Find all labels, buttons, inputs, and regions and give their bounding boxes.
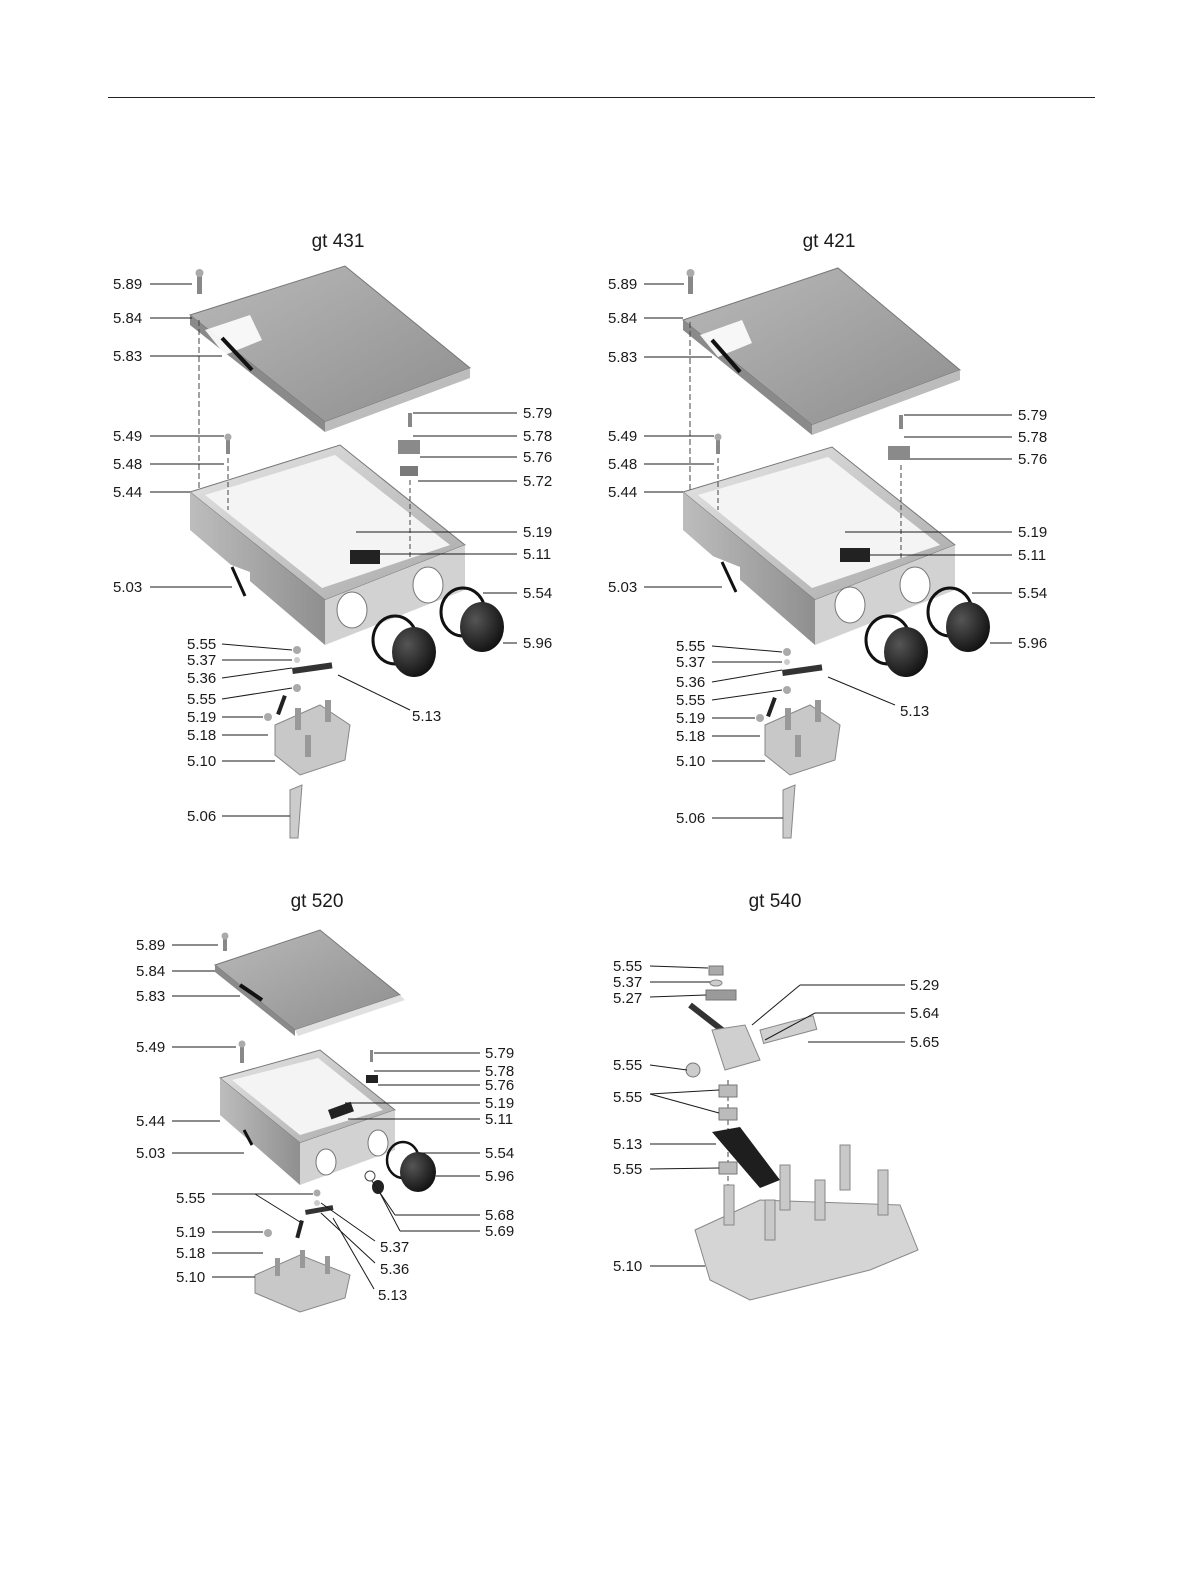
header-rule (108, 97, 1095, 98)
callout-label: 5.79 (523, 405, 552, 422)
callout-label: 5.49 (136, 1039, 165, 1056)
callout-label: 5.76 (485, 1077, 514, 1094)
callout-label: 5.10 (676, 753, 705, 770)
callout-label: 5.06 (187, 808, 216, 825)
callout-label: 5.18 (676, 728, 705, 745)
callout-label: 5.19 (485, 1095, 514, 1112)
callout-label: 5.65 (910, 1034, 939, 1051)
panel-gt540-drawing (685, 965, 919, 1301)
callout-label: 5.79 (1018, 407, 1047, 424)
callout-label: 5.37 (187, 652, 216, 669)
callout-label: 5.78 (485, 1063, 514, 1080)
callout-label: 5.03 (608, 579, 637, 596)
callouts-gt520: 5.89 5.84 5.83 5.49 5.44 5.03 5.79 5.78 … (136, 937, 514, 1304)
callout-label: 5.19 (176, 1224, 205, 1241)
callout-label: 5.68 (485, 1207, 514, 1224)
callout-label: 5.11 (485, 1111, 513, 1128)
callout-label: 5.13 (378, 1287, 407, 1304)
panel-title-gt431: gt 431 (311, 231, 365, 252)
callout-label: 5.10 (187, 753, 216, 770)
callout-label: 5.69 (485, 1223, 514, 1240)
callout-label: 5.78 (523, 428, 552, 445)
callout-label: 5.44 (608, 484, 637, 501)
callout-label: 5.44 (136, 1113, 165, 1130)
callouts-gt421: 5.89 5.84 5.83 5.49 5.48 5.44 5.03 5.79 … (608, 276, 1047, 827)
callout-label: 5.36 (380, 1261, 409, 1278)
callout-label: 5.96 (1018, 635, 1047, 652)
callout-label: 5.96 (523, 635, 552, 652)
callout-label: 5.83 (136, 988, 165, 1005)
callout-label: 5.10 (176, 1269, 205, 1286)
callout-label: 5.10 (613, 1258, 642, 1275)
callout-label: 5.96 (485, 1168, 514, 1185)
callout-label: 5.64 (910, 1005, 939, 1022)
callout-label: 5.76 (1018, 451, 1047, 468)
callout-label: 5.19 (1018, 524, 1047, 541)
callout-label: 5.37 (676, 654, 705, 671)
callout-label: 5.89 (608, 276, 637, 293)
callouts-gt540: 5.55 5.37 5.27 5.29 5.64 5.65 5.55 5.55 … (613, 958, 939, 1275)
callout-label: 5.55 (613, 1089, 642, 1106)
callout-label: 5.36 (676, 674, 705, 691)
callout-label: 5.55 (613, 1161, 642, 1178)
callout-label: 5.03 (136, 1145, 165, 1162)
callout-label: 5.54 (523, 585, 552, 602)
callout-label: 5.19 (187, 709, 216, 726)
callout-label: 5.84 (136, 963, 165, 980)
callout-label: 5.48 (113, 456, 142, 473)
callout-label: 5.13 (613, 1136, 642, 1153)
panel-gt520-drawing (213, 929, 436, 1313)
callout-label: 5.48 (608, 456, 637, 473)
callout-label: 5.13 (900, 703, 929, 720)
callout-label: 5.29 (910, 977, 939, 994)
callout-label: 5.11 (523, 546, 551, 563)
callout-label: 5.18 (176, 1245, 205, 1262)
callout-label: 5.37 (380, 1239, 409, 1256)
callout-label: 5.37 (613, 974, 642, 991)
panel-gt421-drawing (681, 267, 990, 839)
callout-label: 5.36 (187, 670, 216, 687)
callout-label: 5.76 (523, 449, 552, 466)
panel-title-gt540: gt 540 (748, 891, 802, 912)
callout-label: 5.83 (113, 348, 142, 365)
callout-label: 5.84 (608, 310, 637, 327)
callout-label: 5.72 (523, 473, 552, 490)
callout-label: 5.55 (613, 958, 642, 975)
callout-label: 5.19 (676, 710, 705, 727)
callout-label: 5.55 (676, 692, 705, 709)
callout-label: 5.18 (187, 727, 216, 744)
callout-label: 5.11 (1018, 547, 1046, 564)
callout-label: 5.06 (676, 810, 705, 827)
callout-label: 5.84 (113, 310, 142, 327)
callout-label: 5.54 (485, 1145, 514, 1162)
callout-label: 5.83 (608, 349, 637, 366)
callout-label: 5.03 (113, 579, 142, 596)
panel-title-gt421: gt 421 (802, 231, 856, 252)
callout-label: 5.55 (676, 638, 705, 655)
callout-label: 5.89 (136, 937, 165, 954)
callout-label: 5.55 (613, 1057, 642, 1074)
callout-label: 5.49 (608, 428, 637, 445)
callout-label: 5.19 (523, 524, 552, 541)
callout-label: 5.44 (113, 484, 142, 501)
callout-label: 5.49 (113, 428, 142, 445)
callout-label: 5.55 (187, 636, 216, 653)
panel-title-gt520: gt 520 (290, 891, 344, 912)
callout-label: 5.54 (1018, 585, 1047, 602)
callout-label: 5.79 (485, 1045, 514, 1062)
callout-label: 5.55 (187, 691, 216, 708)
callout-label: 5.55 (176, 1190, 205, 1207)
callout-label: 5.89 (113, 276, 142, 293)
panel-gt431-drawing (188, 265, 504, 839)
callouts-gt431: 5.89 5.84 5.83 5.49 5.48 5.44 5.03 5.79 … (113, 276, 552, 825)
callout-label: 5.78 (1018, 429, 1047, 446)
callout-label: 5.27 (613, 990, 642, 1007)
callout-label: 5.13 (412, 708, 441, 725)
